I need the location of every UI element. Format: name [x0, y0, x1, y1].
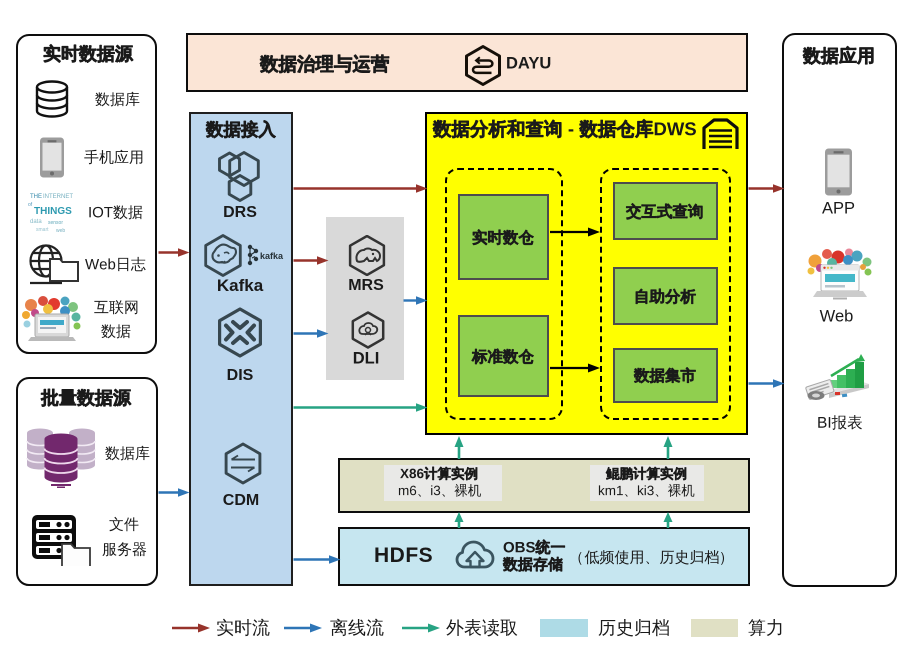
svg-text:sensor: sensor: [48, 220, 63, 226]
svg-text:web: web: [56, 228, 65, 234]
svg-text:data: data: [30, 219, 42, 225]
svg-text:kafka: kafka: [260, 251, 284, 261]
svg-text:THE: THE: [30, 194, 42, 200]
svg-text:INTERNET: INTERNET: [43, 194, 73, 200]
svg-text:THINGS: THINGS: [34, 206, 72, 217]
svg-text:of: of: [28, 202, 33, 208]
svg-text:smart: smart: [36, 227, 49, 233]
